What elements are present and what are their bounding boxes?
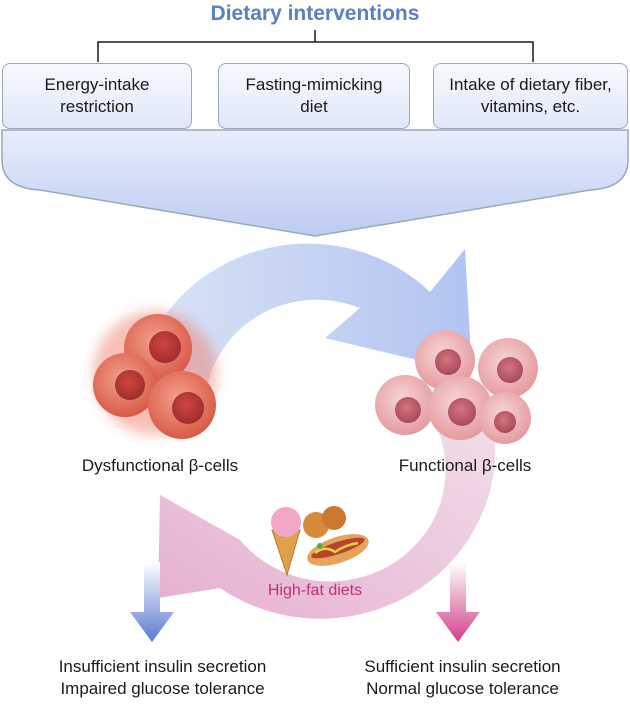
intervention-box-fasting-mimicking: Fasting-mimicking diet [218, 63, 410, 129]
improvement-arrow [133, 243, 472, 405]
dysfunctional-cells-cluster [93, 311, 217, 439]
intervention-line: vitamins, etc. [480, 97, 581, 116]
pink-down-arrow [436, 562, 480, 642]
functional-cells-label: Functional β-cells [398, 456, 532, 475]
intervention-box-dietary-fiber: Intake of dietary fiber, vitamins, etc. [433, 63, 628, 129]
intervention-line: Fasting-mimicking [245, 75, 383, 94]
high-fat-diets-label: High-fat diets [267, 582, 363, 599]
diagram-title: Dietary interventions [210, 2, 420, 25]
intervention-line: Intake of dietary fiber, [449, 75, 612, 94]
intervention-line: diet [300, 97, 328, 116]
outcome-line: Impaired glucose tolerance [60, 679, 265, 698]
outcome-line: Sufficient insulin secretion [364, 657, 561, 676]
intervention-box-energy-restriction: Energy-intake restriction [2, 63, 192, 129]
high-fat-food-icon [271, 506, 369, 577]
outcome-line: Normal glucose tolerance [366, 679, 559, 698]
intervention-funnel [1, 129, 629, 237]
bracket-connector [97, 30, 534, 62]
intervention-line: restriction [60, 97, 134, 116]
deterioration-arrow [158, 400, 496, 619]
right-outcome: Sufficient insulin secretion Normal gluc… [320, 656, 605, 700]
outcome-line: Insufficient insulin secretion [58, 657, 267, 676]
intervention-line: Energy-intake [44, 75, 150, 94]
dysfunctional-cells-label: Dysfunctional β-cells [81, 456, 239, 475]
blue-down-arrow [130, 562, 174, 642]
left-outcome: Insufficient insulin secretion Impaired … [20, 656, 305, 700]
functional-cells-cluster [375, 330, 538, 444]
